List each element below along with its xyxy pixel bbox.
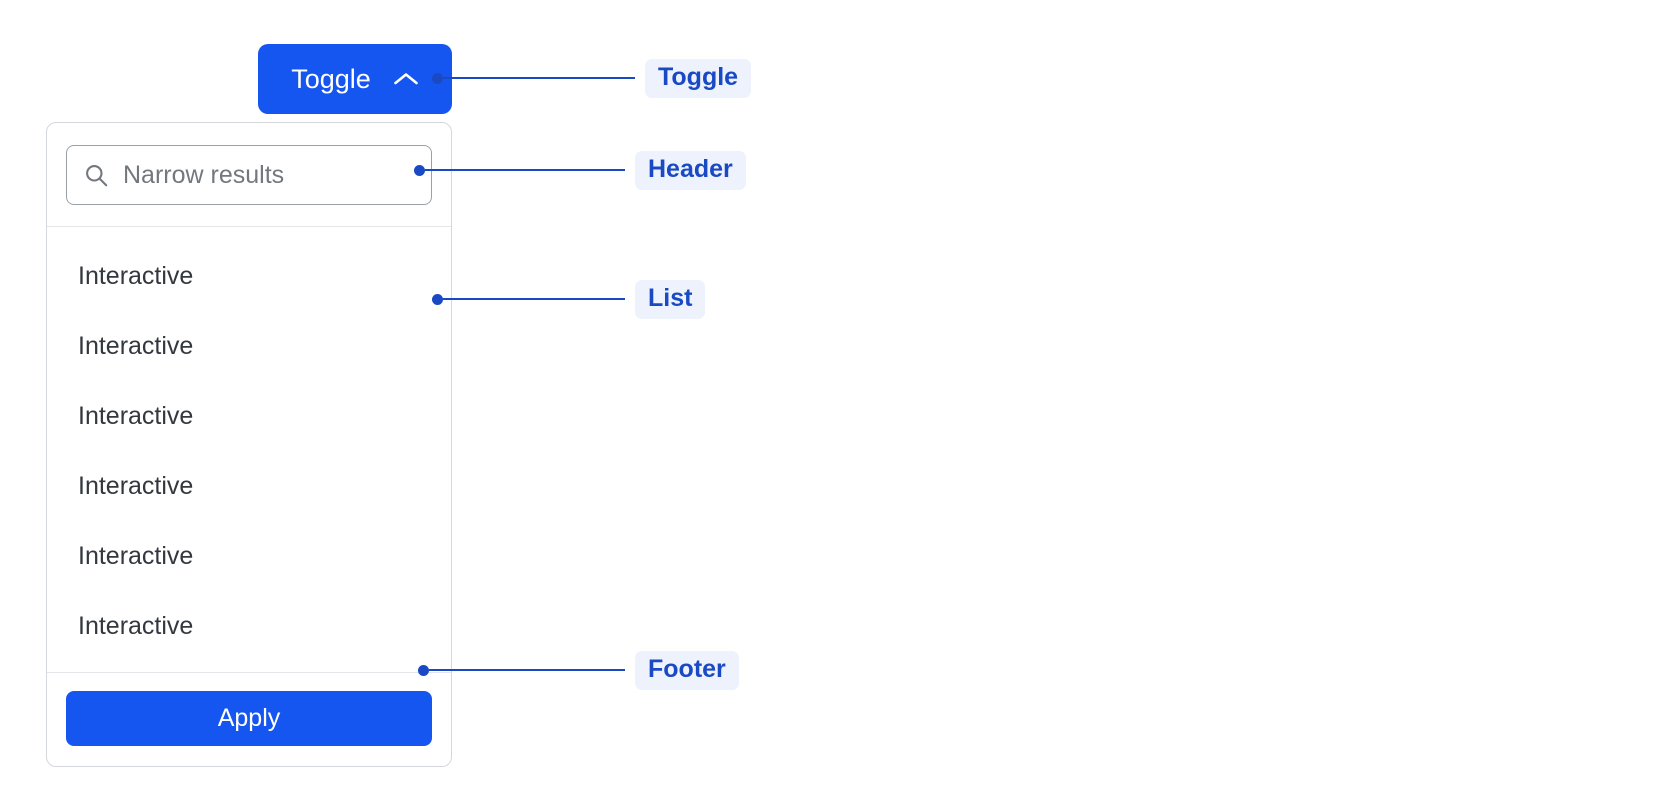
dropdown-header: Narrow results	[47, 123, 451, 227]
annotation-dot-icon	[432, 293, 443, 305]
annotation-label-list: List	[635, 279, 706, 319]
annotation-label-toggle: Toggle	[645, 58, 752, 98]
annotation-label-header: Header	[635, 150, 746, 190]
annotation-connector-line	[443, 298, 625, 300]
annotation-toggle: Toggle	[432, 58, 752, 98]
search-icon	[84, 163, 109, 188]
dropdown-panel: Narrow results Interactive Interactive I…	[46, 122, 452, 767]
list-item[interactable]: Interactive	[78, 541, 194, 570]
apply-button[interactable]: Apply	[66, 691, 432, 746]
annotation-dot-icon	[414, 164, 425, 176]
list-item[interactable]: Interactive	[78, 471, 194, 500]
annotation-list: List	[432, 279, 706, 319]
annotation-connector-line	[429, 669, 625, 671]
list-item[interactable]: Interactive	[78, 331, 194, 360]
annotation-label-footer: Footer	[635, 650, 739, 690]
list-item[interactable]: Interactive	[78, 261, 194, 290]
search-input[interactable]: Narrow results	[66, 145, 432, 205]
list-item[interactable]: Interactive	[78, 611, 194, 640]
dropdown-footer: Apply	[47, 672, 451, 766]
search-input-placeholder: Narrow results	[123, 160, 285, 189]
annotation-footer: Footer	[418, 650, 739, 690]
chevron-up-icon	[393, 71, 419, 87]
annotation-header: Header	[414, 150, 746, 190]
list-item[interactable]: Interactive	[78, 401, 194, 430]
annotation-connector-line	[425, 169, 625, 171]
annotation-dot-icon	[418, 664, 429, 676]
dropdown-list: Interactive Interactive Interactive Inte…	[47, 227, 451, 672]
annotation-connector-line	[443, 77, 635, 79]
toggle-button-label: Toggle	[291, 63, 371, 94]
toggle-button[interactable]: Toggle	[258, 44, 452, 114]
annotation-dot-icon	[432, 72, 443, 84]
